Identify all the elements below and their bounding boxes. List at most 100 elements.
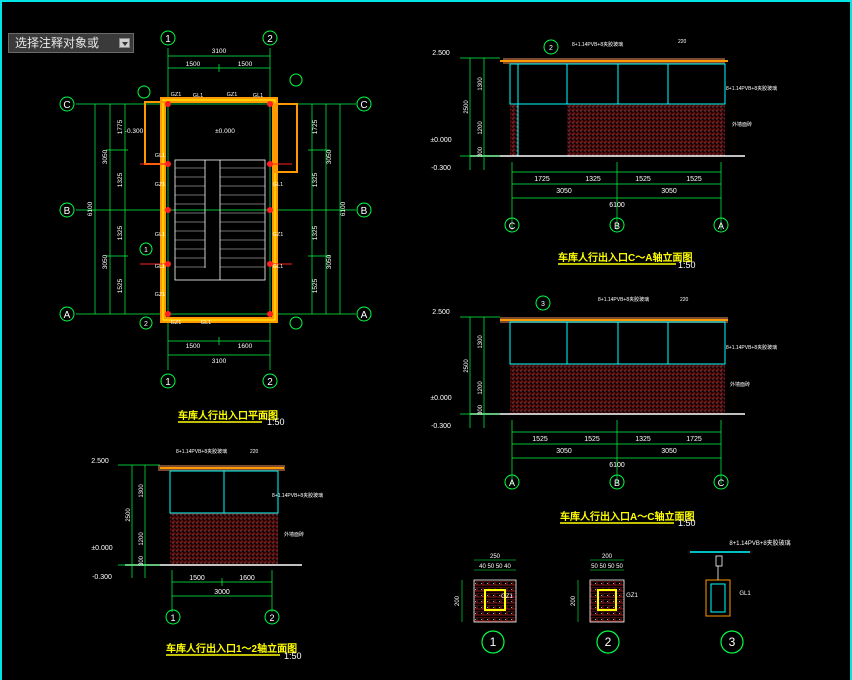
elev-ca-dim-3: 1525 [635,176,651,183]
elev-ac-axis-b: B [614,478,620,488]
elev-ac-dim-3: 1325 [635,436,651,443]
plan-dim-bottom-1: 1500 [186,343,201,350]
elev-ca-level-bottom: -0.300 [431,165,451,172]
plan-axis-left-c: C [63,100,70,111]
detail-3-label: 3 [729,635,736,649]
plan-dim-right-total2: 3050 [326,254,333,269]
plan-member-tag: GL1 [201,320,211,326]
elev-12-dim-total: 3000 [214,589,230,596]
elev-ca-dim-t2: 3050 [661,188,677,195]
detail-1-height: 200 [455,595,461,606]
elev-ac-dim-t2: 3050 [661,448,677,455]
elev-ca-axis-b: B [614,221,620,231]
elev-12-note-wall: 外墙面砖 [284,531,304,538]
plan-dim-top-2: 1500 [238,61,253,68]
plan-member-tag: GZ1 [155,292,166,298]
plan-dim-left-2: 1325 [117,172,124,187]
plan-view [76,48,356,370]
plan-member-tag: GZ1 [273,232,284,238]
plan-member-tag: GL1 [273,182,283,188]
plan-dim-bottom-total: 3100 [212,358,227,365]
plan-detail-2: 2 [144,321,148,328]
plan-member-tag: GZ1 [155,182,166,188]
elev-ac-axis-c: C [718,478,725,488]
plan-axis-right-c: C [360,100,367,111]
command-prompt[interactable]: 选择注释对象或 [8,33,134,53]
elev-ca-title: 车库人行出入口C～A轴立面图 [558,251,692,264]
plan-dim-left-total2: 3050 [102,254,109,269]
elev-ac-axis-a: A [509,478,515,488]
elev-ca-axis-c: C [509,221,516,231]
elev-ca-dim-t1: 3050 [556,188,572,195]
plan-dim-right-2: 1325 [312,172,319,187]
plan-axis-top-1: 1 [165,34,171,45]
elev-12-level-bottom: -0.300 [92,574,112,581]
plan-axis-left-b: B [64,206,71,217]
elev-ca-dim-2: 1325 [585,176,601,183]
elev-ca-note-220: 220 [678,39,687,45]
elev-12-dim-v3: 300 [139,555,145,566]
elev-ca-dim-4: 1525 [686,176,702,183]
plan-member-tag: GZ1 [171,320,182,326]
plan-axis-top-2: 2 [267,34,273,45]
elev-12-axis-2: 2 [269,613,274,623]
elev-ca-axis-a: A [718,221,724,231]
plan-axis-bottom-1: 1 [165,377,171,388]
elev-ca-note-wall: 外墙面砖 [732,121,752,128]
plan-axis-bottom-2: 2 [267,377,273,388]
elev-12-dim-2: 1600 [239,575,255,582]
elev-ca-dim-v3: 300 [478,146,484,157]
plan-member-tag: GL1 [273,264,283,270]
plan-level-out: -0.300 [125,128,144,135]
elev-ac-dim-v2: 1200 [478,381,484,395]
detail-3-tag: GL1 [739,591,751,597]
plan-member-tag: GL1 [155,232,165,238]
plan-member-tag: GL1 [155,153,165,159]
detail-2-height: 200 [571,595,577,606]
elev-ac-note-glass-2: 8+1.14PVB+8夹胶玻璃 [726,344,777,351]
detail-1-tag: GZ1 [501,594,513,600]
elevation-c-a [460,39,745,233]
plan-member-tag: GL1 [253,93,263,99]
elev-12-dim-v1: 1300 [139,484,145,498]
elev-ac-note-wall: 外墙面砖 [730,381,750,388]
plan-detail-1: 1 [144,247,148,254]
plan-axis-right-a: A [361,310,368,321]
frame-left-border [0,0,2,680]
detail-1-label: 1 [490,635,497,649]
elev-ac-note-glass: 8+1.14PVB+8夹胶玻璃 [598,296,649,303]
plan-axis-left-a: A [64,310,71,321]
plan-dim-bottom-2: 1600 [238,343,253,350]
frame-right-border [850,0,852,680]
detail-2-subdims: 50 50 50 50 [591,564,623,570]
elev-ca-note-glass: 8+1.14PVB+8夹胶玻璃 [572,41,623,48]
elev-ca-level-top: 2.500 [432,50,450,57]
detail-1 [461,559,517,654]
command-prompt-label: 选择注释对象或 [15,36,100,50]
elev-ac-note-220: 220 [680,297,689,303]
elev-ac-level-zero: ±0.000 [430,395,451,402]
elev-ac-scale: 1:50 [678,518,696,528]
elev-ca-dim-v1: 1300 [478,77,484,91]
plan-dim-right-3: 1325 [312,225,319,240]
elev-ca-dim-1: 1725 [534,176,550,183]
plan-dim-left-1: 1775 [117,119,124,134]
elev-ac-level-top: 2.500 [432,309,450,316]
elev-12-note-220: 220 [250,449,259,455]
elev-ca-detail: 2 [549,45,553,52]
elev-ac-dim-v3: 300 [478,404,484,415]
plan-member-tag: GL1 [155,264,165,270]
elev-ac-dim-v-total: 2500 [464,359,470,373]
detail-3-note: 8+1.14PVB+8夹胶玻璃 [729,539,790,547]
detail-2-tag: GZ1 [626,593,638,599]
chevron-down-icon[interactable] [119,38,130,48]
plan-member-tag: GZ1 [227,92,238,98]
detail-3 [690,551,750,654]
elev-ca-note-glass-2: 8+1.14PVB+8夹胶玻璃 [726,85,777,92]
plan-dim-left-3: 1325 [117,225,124,240]
elev-ac-dim-1: 1525 [532,436,548,443]
elev-ac-title: 车库人行出入口A～C轴立面图 [560,510,694,523]
elev-ac-dim-total: 6100 [609,462,625,469]
elev-12-level-zero: ±0.000 [91,545,112,552]
